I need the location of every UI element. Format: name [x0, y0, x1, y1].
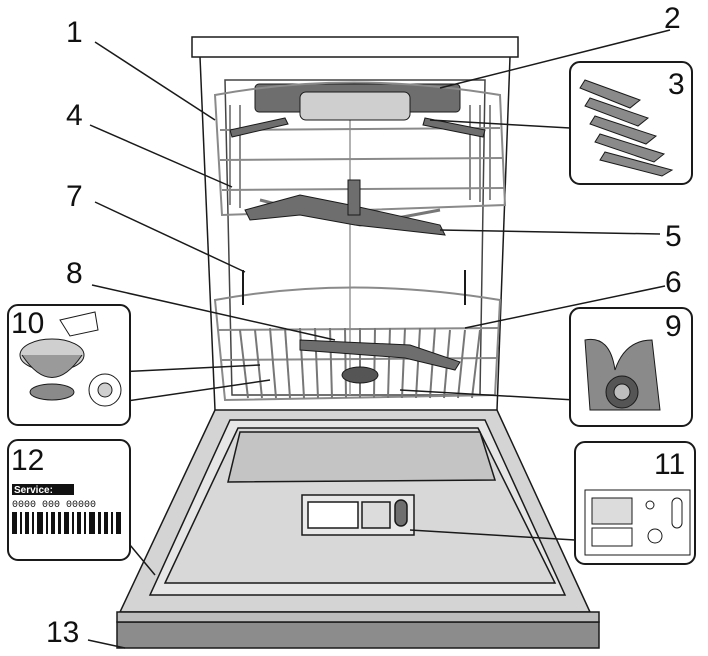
cutlery-shelves [229, 117, 486, 138]
barcode [12, 512, 121, 534]
worktop [191, 36, 519, 58]
callout-numbers: 1 2 3 4 5 6 7 8 9 10 11 12 13 [11, 2, 685, 649]
callout-11: 11 [654, 448, 685, 481]
inset-cutlery-tray [569, 61, 693, 185]
callout-8: 8 [66, 257, 83, 290]
inset-filter [569, 307, 693, 427]
base-plinth [116, 621, 600, 649]
inset-dispenser [574, 441, 696, 565]
callout-2: 2 [664, 2, 681, 35]
callout-1: 1 [66, 16, 83, 49]
inset-service-label: Service: 0000 000 00000 [7, 439, 131, 561]
lower-spray-arm [299, 339, 461, 384]
detergent-dispenser [301, 494, 415, 536]
callout-5: 5 [665, 220, 682, 253]
callout-3: 3 [668, 68, 685, 101]
callout-9: 9 [665, 310, 682, 343]
lower-rack [213, 270, 502, 402]
inset-salt-reservoir [7, 304, 131, 426]
callout-13: 13 [46, 616, 79, 649]
callout-6: 6 [665, 266, 682, 299]
top-spray-arm [254, 83, 461, 121]
callout-7: 7 [66, 180, 83, 213]
service-label-number: 0000 000 00000 [12, 500, 96, 511]
callout-4: 4 [66, 99, 83, 132]
middle-spray-arm [244, 179, 446, 236]
service-label-title: Service: [14, 485, 53, 496]
leader-lines [87, 29, 671, 649]
callout-12: 12 [11, 444, 44, 477]
upper-rack [213, 81, 507, 227]
callout-10: 10 [11, 307, 44, 340]
